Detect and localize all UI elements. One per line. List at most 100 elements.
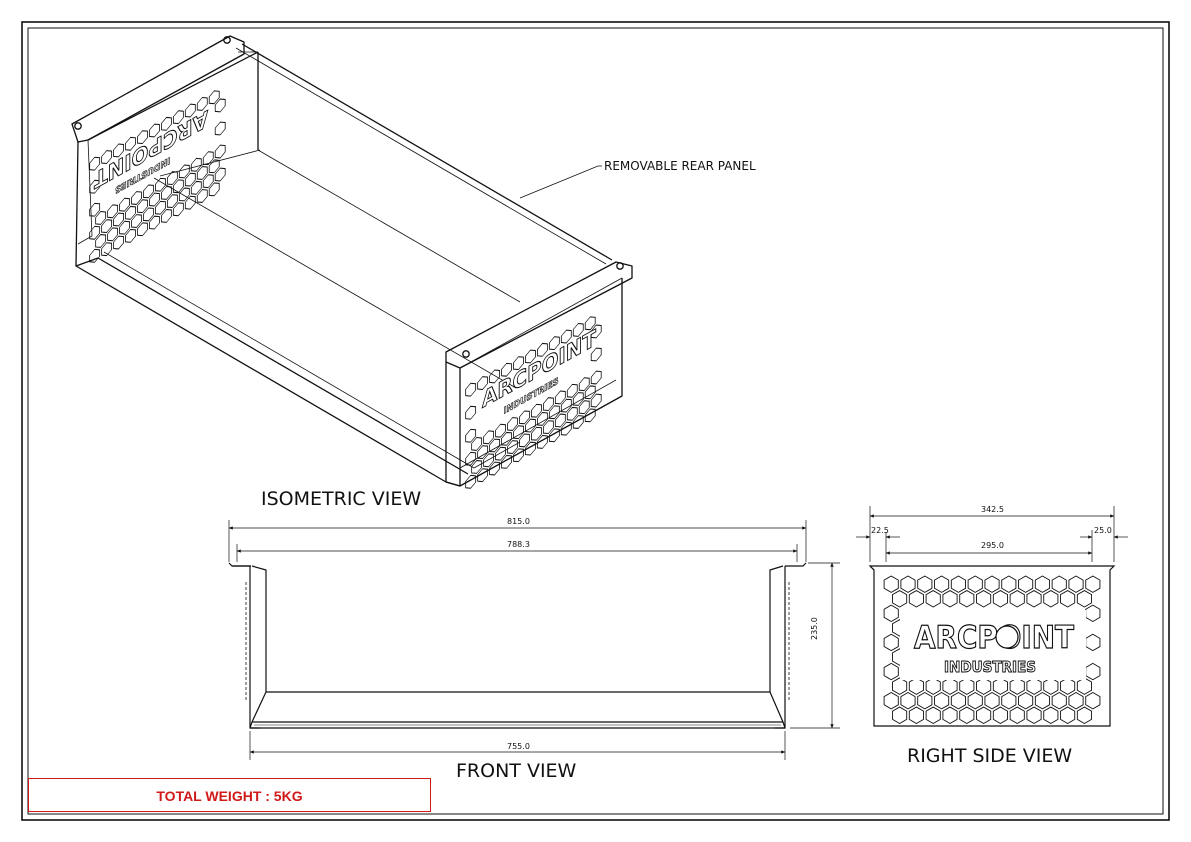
dim-front-overall-width: 815.0 [507, 517, 530, 526]
hex-hole [1068, 575, 1084, 593]
iso-left-logo: ARCPOINT INDUSTRIES [93, 104, 208, 195]
hex-hole [967, 575, 983, 593]
hex-hole [507, 440, 518, 454]
hex-hole [125, 136, 136, 151]
hex-hole [214, 167, 226, 182]
outer-border [21, 21, 1170, 821]
hex-hole [495, 423, 506, 438]
hex-hole [959, 677, 975, 695]
hex-hole [89, 179, 101, 194]
hex-hole [155, 177, 166, 192]
hex-hole [1060, 706, 1076, 724]
dim-side-overall-width: 342.5 [981, 505, 1004, 514]
hex-hole [1018, 575, 1034, 593]
hex-hole [178, 164, 190, 179]
hex-hole [89, 202, 101, 217]
hex-hole [892, 590, 908, 608]
hex-hole [984, 691, 1000, 710]
hex-hole [537, 412, 548, 426]
hex-hole [1009, 677, 1025, 695]
hex-hole [465, 474, 477, 489]
hex-hole [925, 590, 941, 608]
side-logo-line1: ARCPOINT [914, 620, 1074, 656]
hex-hole [465, 382, 477, 397]
isometric-view [71, 35, 633, 487]
hex-hole [572, 415, 584, 429]
hex-hole [184, 172, 196, 187]
hex-hole [465, 405, 477, 420]
hex-hole [1034, 691, 1050, 710]
hex-hole [507, 417, 518, 431]
side-dimensions [856, 506, 1128, 562]
hex-hole [548, 405, 560, 420]
hex-hole [178, 187, 190, 202]
hex-hole [560, 329, 572, 344]
hex-hole [519, 433, 530, 448]
hex-hole [917, 691, 933, 710]
hex-hole [501, 431, 512, 446]
hex-hole [501, 362, 512, 377]
hex-hole [149, 123, 160, 138]
hex-hole [1085, 691, 1101, 710]
hex-hole [208, 90, 220, 105]
side-hex-pattern [883, 575, 1101, 724]
hex-hole [465, 428, 477, 443]
hex-hole [1051, 575, 1067, 593]
hex-hole [208, 182, 220, 197]
inner-border [27, 27, 1164, 815]
hex-hole [883, 691, 899, 710]
hex-hole [1034, 575, 1050, 593]
hex-hole [471, 460, 483, 474]
hex-hole [184, 103, 196, 118]
hex-hole [471, 437, 483, 451]
front-dimensions [228, 520, 840, 760]
hex-hole [131, 191, 142, 205]
hex-hole [917, 575, 933, 593]
hex-hole [184, 195, 196, 210]
hex-hole [942, 677, 958, 695]
iso-right-hex-pattern [465, 316, 602, 489]
rear-panel-note: REMOVABLE REAR PANEL [604, 159, 756, 173]
hex-hole [1043, 677, 1059, 695]
hex-hole [489, 461, 500, 476]
hex-hole [976, 590, 992, 608]
hex-hole [155, 200, 166, 215]
hex-hole [590, 347, 602, 362]
hex-hole [883, 662, 899, 681]
hex-hole [101, 219, 113, 234]
hex-hole [1018, 691, 1034, 710]
hex-hole [196, 189, 208, 203]
hex-hole [942, 706, 958, 724]
hex-hole [525, 418, 536, 433]
hex-hole [578, 377, 590, 392]
front-view [228, 562, 807, 729]
hex-hole [465, 451, 477, 466]
hex-hole [137, 199, 148, 214]
hex-hole [1076, 677, 1092, 695]
hex-hole [1026, 677, 1042, 695]
hex-hole [590, 393, 602, 408]
hex-hole [537, 342, 548, 357]
hex-hole [590, 324, 602, 339]
hex-hole [925, 677, 941, 695]
hex-hole [531, 426, 542, 441]
dim-side-inner-width: 295.0 [981, 541, 1004, 550]
hex-hole [208, 159, 220, 174]
hex-hole [131, 214, 142, 228]
hex-hole [976, 706, 992, 724]
hex-hole [959, 706, 975, 724]
hex-hole [149, 215, 160, 230]
hex-hole [942, 590, 958, 608]
total-weight-label: TOTAL WEIGHT : 5KG [156, 788, 303, 804]
iso-left-hex-pattern [89, 90, 226, 263]
iso-left-logo-line1: ARCPOINT [93, 104, 208, 193]
hex-hole [501, 454, 512, 469]
hex-hole [883, 633, 899, 652]
hex-hole [1085, 633, 1101, 652]
front-view-title: FRONT VIEW [456, 760, 577, 782]
hex-hole [976, 677, 992, 695]
hex-hole [202, 174, 214, 189]
hex-hole [1043, 706, 1059, 724]
hex-hole [214, 121, 226, 136]
hex-hole [489, 438, 500, 453]
